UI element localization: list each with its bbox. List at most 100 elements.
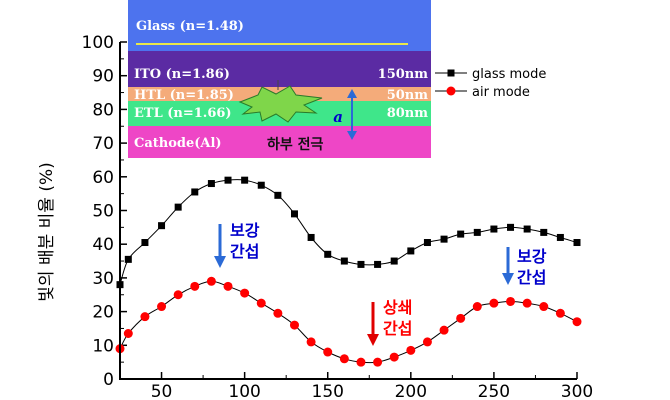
constructive-label-1-line1: 보강 <box>230 221 260 240</box>
emitter-burst-icon <box>238 85 323 123</box>
x-tick-label: 300 <box>561 382 593 400</box>
air-mode-point <box>373 357 383 367</box>
glass-layer-label: Glass (n=1.48) <box>136 19 244 34</box>
air-mode-point <box>190 281 200 291</box>
series-line-air-mode <box>119 280 578 364</box>
x-tick-label: 50 <box>151 382 173 400</box>
glass-mode-point <box>423 239 431 247</box>
y-tick-label: 10 <box>92 336 114 356</box>
glass-mode-point <box>274 191 282 199</box>
air-mode-point <box>339 354 349 364</box>
glass-mode-point <box>407 247 415 255</box>
cathode-korean-label: 하부 전극 <box>267 136 324 153</box>
air-mode-point <box>356 357 366 367</box>
series-layer <box>115 176 582 367</box>
glass-mode-point <box>490 225 498 233</box>
y-tick-label: 40 <box>92 235 114 255</box>
x-tick-label: 200 <box>395 382 427 400</box>
glass-mode-point <box>257 181 265 189</box>
distance-arrow-head-top <box>347 89 357 98</box>
destructive-label-line1: 상쇄 <box>383 298 412 317</box>
x-ticks: 50 100 150 200 250 300 <box>151 372 593 400</box>
glass-mode-point <box>473 228 481 236</box>
glass-mode-point <box>556 233 564 241</box>
constructive-arrow-2-head <box>502 273 514 285</box>
air-mode-point <box>439 325 449 335</box>
glass-mode-point <box>174 203 182 211</box>
air-mode-point <box>456 313 466 323</box>
glass-mode-point <box>307 233 315 241</box>
glass-mode-point <box>324 250 332 258</box>
etl-thickness: 80nm <box>387 106 429 121</box>
glass-mode-point <box>241 176 249 184</box>
air-mode-point <box>256 298 266 308</box>
glass-mode-point <box>290 210 298 218</box>
air-mode-point <box>157 302 167 312</box>
glass-mode-point <box>357 260 365 268</box>
legend-air-label: air mode <box>472 85 530 100</box>
layer-diagram: Glass (n=1.48) ITO (n=1.86) 150nm HTL (n… <box>128 0 431 158</box>
ito-layer <box>128 51 431 87</box>
y-tick-label: 0 <box>103 370 114 390</box>
destructive-label-line2: 간섭 <box>383 319 412 338</box>
air-mode-point <box>555 308 565 318</box>
y-tick-label: 100 <box>82 33 114 53</box>
y-tick-label: 20 <box>92 303 114 323</box>
glass-mode-point <box>390 257 398 265</box>
constructive-label-2-line2: 간섭 <box>517 268 546 287</box>
constructive-label-1-line2: 간섭 <box>230 242 259 261</box>
y-tick-label: 90 <box>92 67 114 87</box>
air-mode-point <box>289 320 299 330</box>
ito-layer-label: ITO (n=1.86) <box>134 67 230 82</box>
cathode-layer-label: Cathode(Al) <box>134 136 222 151</box>
htl-layer-label: HTL (n=1.85) <box>134 88 234 103</box>
y-tick-label: 60 <box>92 168 114 188</box>
glass-mode-point <box>158 222 166 230</box>
x-tick-label: 150 <box>312 382 344 400</box>
legend-air-marker <box>446 86 456 96</box>
y-tick-label: 70 <box>92 134 114 154</box>
glass-mode-point <box>440 235 448 243</box>
glass-mode-point <box>141 239 149 247</box>
glass-mode-point <box>191 188 199 196</box>
glass-mode-point <box>207 180 215 188</box>
x-tick-label: 100 <box>228 382 260 400</box>
glass-mode-point <box>224 176 232 184</box>
etl-layer-label: ETL (n=1.66) <box>134 106 232 121</box>
air-mode-point <box>422 337 432 347</box>
air-mode-point <box>323 347 333 357</box>
air-mode-point <box>489 298 499 308</box>
air-mode-point <box>240 288 250 298</box>
legend: glass mode air mode <box>435 67 546 100</box>
air-mode-point <box>223 281 233 291</box>
air-mode-point <box>522 298 532 308</box>
glass-mode-point <box>540 228 548 236</box>
glass-layer <box>128 0 431 51</box>
y-tick-label: 50 <box>92 202 114 222</box>
glass-mode-point <box>124 255 132 263</box>
cathode-layer <box>128 126 431 158</box>
glass-mode-point <box>523 225 531 233</box>
distance-arrow-head-bottom <box>347 131 357 140</box>
ito-thickness: 150nm <box>378 67 429 82</box>
air-mode-point <box>273 308 283 318</box>
air-mode-point <box>506 296 516 306</box>
y-axis-label: 빛의 배분 비율 (%) <box>37 162 57 301</box>
htl-thickness: 50nm <box>387 88 429 103</box>
glass-mode-point <box>573 239 581 247</box>
air-mode-point <box>123 329 133 339</box>
legend-glass-marker <box>447 69 455 77</box>
x-tick-label: 250 <box>478 382 510 400</box>
air-mode-point <box>406 345 416 355</box>
glass-mode-point <box>507 223 515 231</box>
air-mode-point <box>572 317 582 327</box>
air-mode-point <box>173 290 183 300</box>
distance-label: a <box>333 108 343 126</box>
destructive-arrow-head <box>367 334 379 346</box>
air-mode-point <box>389 352 399 362</box>
constructive-arrow-1-head <box>214 256 226 268</box>
y-tick-label: 30 <box>92 269 114 289</box>
y-tick-label: 80 <box>92 100 114 120</box>
annotations: 보강 간섭 상쇄 간섭 보강 간섭 <box>214 221 547 346</box>
